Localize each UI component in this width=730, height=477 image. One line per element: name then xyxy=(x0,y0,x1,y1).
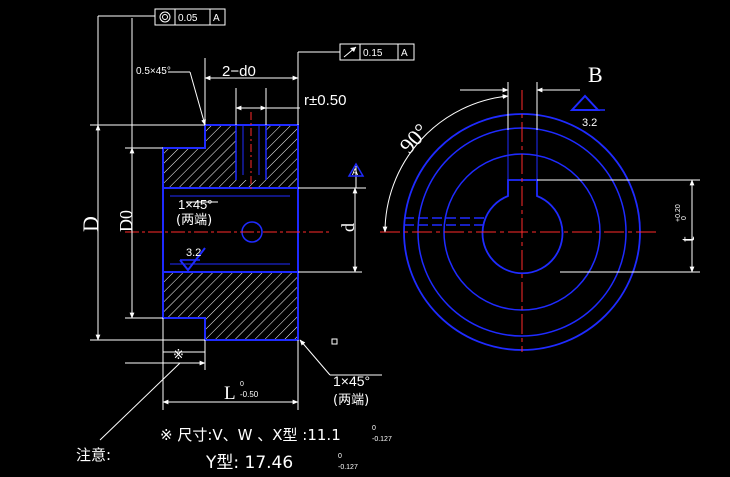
dim-t-label: t xyxy=(677,236,699,242)
notes-line1-tol-upper: 0 xyxy=(372,425,376,432)
right-dimensions xyxy=(382,82,700,273)
dim-L-tol-upper: 0 xyxy=(240,381,244,388)
angle-arc xyxy=(382,94,509,233)
gdt-top-value: 0.05 xyxy=(178,13,198,24)
roughness-right-value: 3.2 xyxy=(582,117,597,129)
notes-label: 注意: xyxy=(76,446,111,464)
concentricity-icon xyxy=(159,11,171,23)
dim-t-tol-upper: +0.20 xyxy=(675,204,682,222)
chamfer-small-label: 0.5×45° xyxy=(136,66,171,77)
ref-mark: ※ xyxy=(173,348,184,363)
section-view xyxy=(125,112,330,341)
roughness-right-icon xyxy=(569,94,605,111)
section-upper-hatch xyxy=(163,125,298,188)
gdt-top-datum: A xyxy=(213,13,220,24)
dim-d-label: d xyxy=(338,223,358,232)
notes-block: 注意: ※ 尺寸:V、W 、X型 :11.1 0 -0.127 Y型: 17.4… xyxy=(76,425,392,473)
gdt-runout-frame: 0.15 A xyxy=(339,43,415,61)
dim-L-label: L xyxy=(224,383,236,404)
radius-tol-label: r±0.50 xyxy=(304,92,346,109)
chamfer-inner-value: 1×45° xyxy=(178,197,212,212)
runout-arrow-icon xyxy=(343,46,357,58)
dim-D-label: D xyxy=(78,216,103,232)
dim-L-tol-lower: -0.50 xyxy=(240,390,259,399)
holes-dim-label: 2−d0 xyxy=(222,63,256,80)
roughness-left-value: 3.2 xyxy=(186,247,201,259)
notes-line2: Y型: 17.46 xyxy=(205,453,293,473)
angle-label: 90° xyxy=(394,119,433,159)
dim-t-tol-lower: 0 xyxy=(681,216,688,220)
bore-region xyxy=(162,187,299,273)
dim-B-label: B xyxy=(588,62,603,87)
dim-D0-label: D0 xyxy=(116,210,136,232)
gdt-runout-datum: A xyxy=(401,48,408,59)
small-square-mark xyxy=(331,338,338,345)
datum-a-label: A xyxy=(352,167,358,177)
chamfer-inner-note: (两端) xyxy=(176,213,212,228)
section-lower-hatch xyxy=(163,272,298,340)
roughness-left-icon xyxy=(179,247,206,272)
notes-line2-tol-lower: -0.127 xyxy=(338,464,358,471)
gdt-concentricity-frame: 0.05 A xyxy=(154,8,226,26)
chamfer-outer-value: 1×45° xyxy=(333,373,370,389)
notes-line1-tol-lower: -0.127 xyxy=(372,436,392,443)
notes-line2-tol-upper: 0 xyxy=(338,453,342,460)
chamfer-outer-note: (两端) xyxy=(333,393,369,408)
notes-line1: ※ 尺寸:V、W 、X型 :11.1 xyxy=(160,426,341,444)
left-dimensions xyxy=(90,15,382,441)
datum-a-marker: A xyxy=(347,162,365,177)
gdt-runout-value: 0.15 xyxy=(363,48,383,59)
